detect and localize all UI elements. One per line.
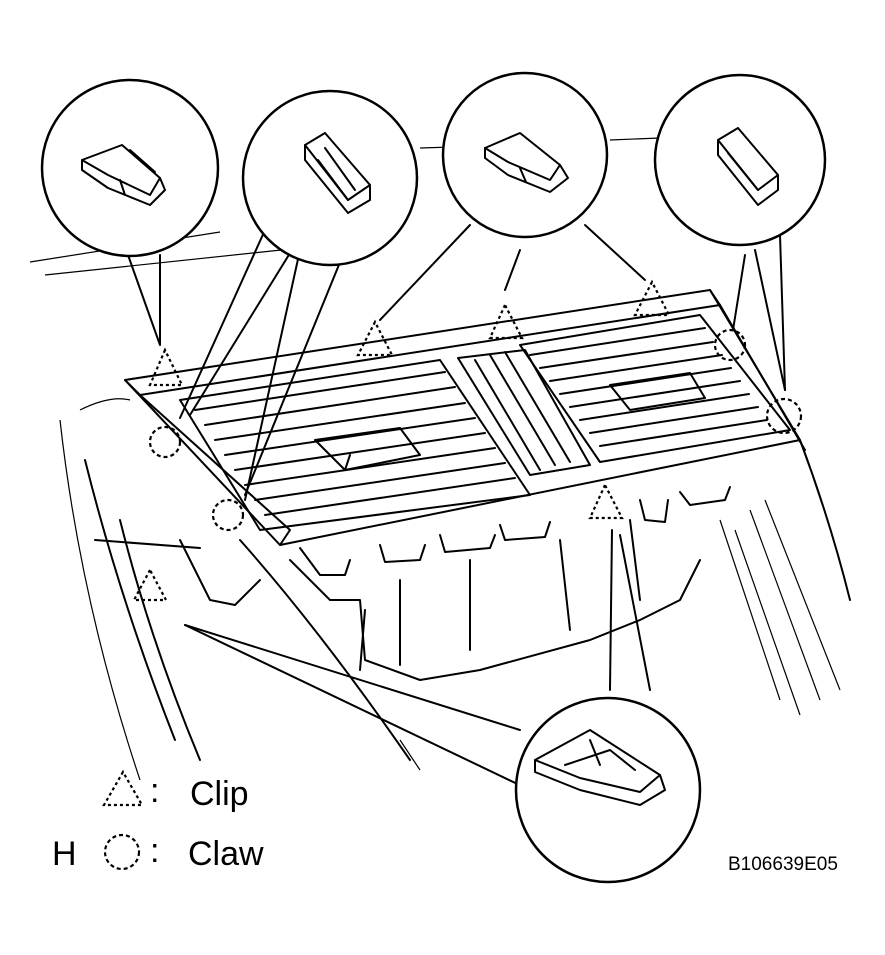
vent-housing (179, 486, 731, 681)
claw-icon (148, 425, 182, 459)
clip-icon (148, 347, 184, 387)
dashboard-background (29, 137, 851, 781)
detail-bubble-clip-bottom (514, 696, 702, 884)
legend-clip-label: Clip (190, 775, 249, 813)
clip-markers (132, 279, 671, 602)
claw-icon (765, 397, 803, 435)
detail-bubble-clip-left (40, 78, 220, 258)
legend-prefix-letter: H (52, 835, 77, 873)
legend-claw-label: Claw (188, 835, 264, 873)
clip-icon (633, 279, 671, 317)
detail-bubble-claw-left (241, 89, 419, 267)
claw-icon (211, 498, 245, 532)
legend: : Clip H : Claw (52, 769, 264, 873)
claw-icon (713, 328, 747, 362)
legend-separator-clip: : (150, 772, 159, 810)
clip-icon (488, 302, 524, 340)
clip-icon (588, 482, 624, 520)
legend-separator-claw: : (150, 832, 159, 870)
dashed-circle-icon (103, 833, 141, 871)
detail-bubble-claw-right (653, 73, 827, 247)
leader-lines (127, 224, 786, 791)
detail-bubble-clip-center (441, 71, 609, 239)
figure-code: B106639E05 (728, 854, 838, 875)
clip-icon (356, 319, 394, 357)
dashed-triangle-icon (102, 769, 144, 807)
vent-panel (124, 289, 806, 546)
clip-icon (132, 567, 168, 602)
claw-markers (148, 328, 803, 532)
